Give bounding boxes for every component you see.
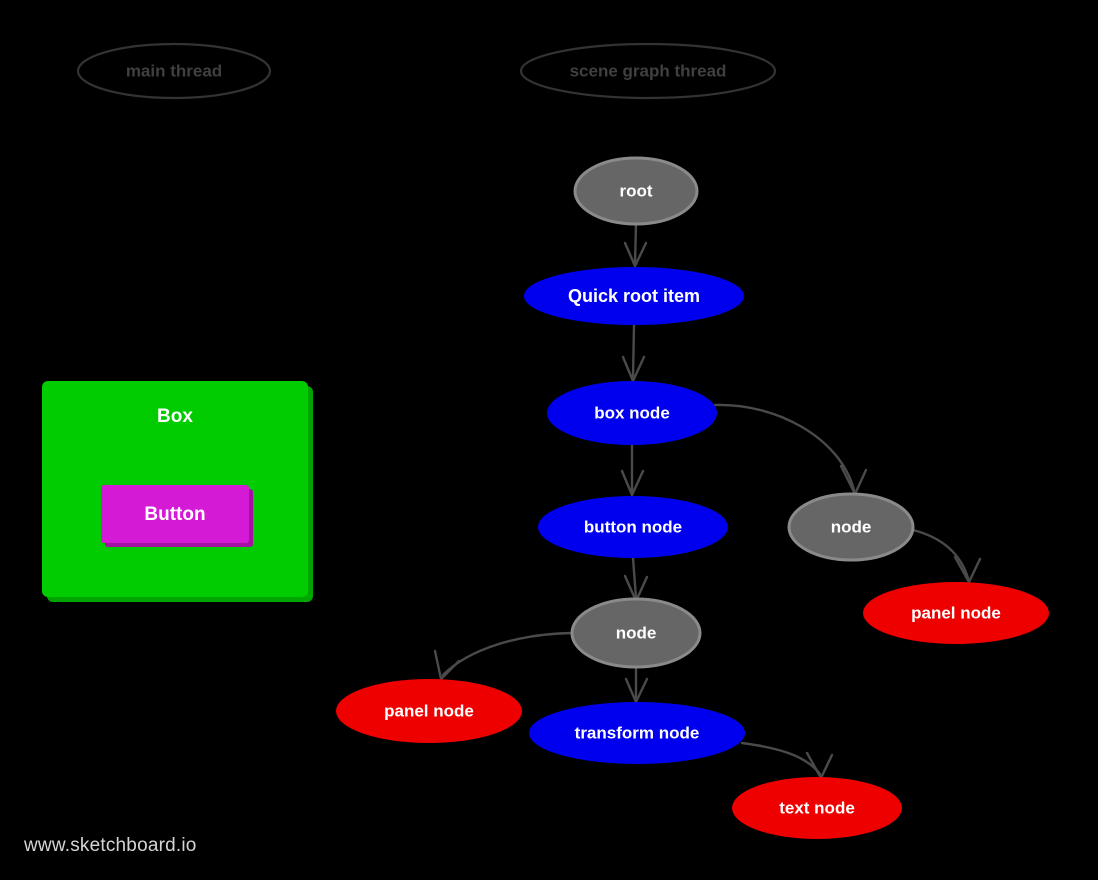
edge-button-node-to-node-center — [623, 556, 649, 603]
node-root[interactable]: root — [573, 156, 699, 226]
node-node-center[interactable]: node — [570, 597, 702, 669]
edge-node-center-to-transform-node — [624, 665, 649, 704]
node-transform-node-ellipse[interactable] — [529, 702, 745, 764]
node-panel-node-left-label: panel node — [384, 701, 474, 720]
edge-node-center-to-panel-node-left — [433, 631, 574, 681]
thread-group: main thread scene graph thread — [76, 42, 777, 100]
node-node-right-ellipse[interactable] — [787, 492, 915, 562]
edge-box-node-to-node-right — [713, 403, 868, 496]
scene-graph-thread-ellipse[interactable] — [519, 42, 777, 100]
button-label: Button — [144, 504, 205, 525]
node-root-label: root — [619, 181, 652, 200]
node-box-node-ellipse[interactable] — [547, 381, 717, 445]
node-panel-node-left[interactable]: panel node — [336, 679, 522, 743]
node-button-node-label: button node — [584, 517, 682, 536]
edge-transform-node-to-text-node — [740, 741, 834, 780]
node-transform-node[interactable]: transform node — [529, 702, 745, 764]
node-text-node-label: text node — [779, 798, 855, 817]
node-panel-node-left-ellipse[interactable] — [336, 679, 522, 743]
node-box-node-label: box node — [594, 403, 670, 422]
node-quick-root-item-ellipse[interactable] — [524, 267, 744, 325]
nodes-group: root Quick root item box node button nod… — [336, 156, 1049, 839]
main-thread-label: main thread — [126, 61, 222, 80]
node-node-right-label: node — [831, 517, 872, 536]
node-panel-node-right[interactable]: panel node — [863, 582, 1049, 644]
edge-node-right-to-panel-node-right — [911, 528, 982, 584]
edges-group — [433, 222, 982, 780]
node-transform-node-label: transform node — [575, 723, 700, 742]
node-button-node[interactable]: button node — [538, 496, 728, 558]
node-panel-node-right-ellipse[interactable] — [863, 582, 1049, 644]
scene-graph-thread-label: scene graph thread — [570, 61, 727, 80]
node-quick-root-item[interactable]: Quick root item — [524, 267, 744, 325]
edge-root-to-quick-root-item — [623, 222, 648, 268]
node-button-node-ellipse[interactable] — [538, 496, 728, 558]
main-thread-ellipse[interactable] — [76, 42, 272, 100]
node-root-ellipse[interactable] — [573, 156, 699, 226]
node-node-center-label: node — [616, 623, 657, 642]
edge-quick-root-item-to-box-node — [621, 323, 646, 383]
node-node-center-ellipse[interactable] — [570, 597, 702, 669]
watermark: www.sketchboard.io — [24, 835, 197, 856]
box-label: Box — [157, 406, 193, 427]
node-node-right[interactable]: node — [787, 492, 915, 562]
node-box-node[interactable]: box node — [547, 381, 717, 445]
node-text-node-ellipse[interactable] — [732, 777, 902, 839]
node-panel-node-right-label: panel node — [911, 603, 1001, 622]
ui-mock-group: Box Button — [42, 381, 313, 602]
edge-box-node-to-button-node — [620, 443, 645, 497]
node-text-node[interactable]: text node — [732, 777, 902, 839]
node-quick-root-item-label: Quick root item — [568, 286, 700, 306]
button-rect[interactable] — [101, 485, 249, 543]
